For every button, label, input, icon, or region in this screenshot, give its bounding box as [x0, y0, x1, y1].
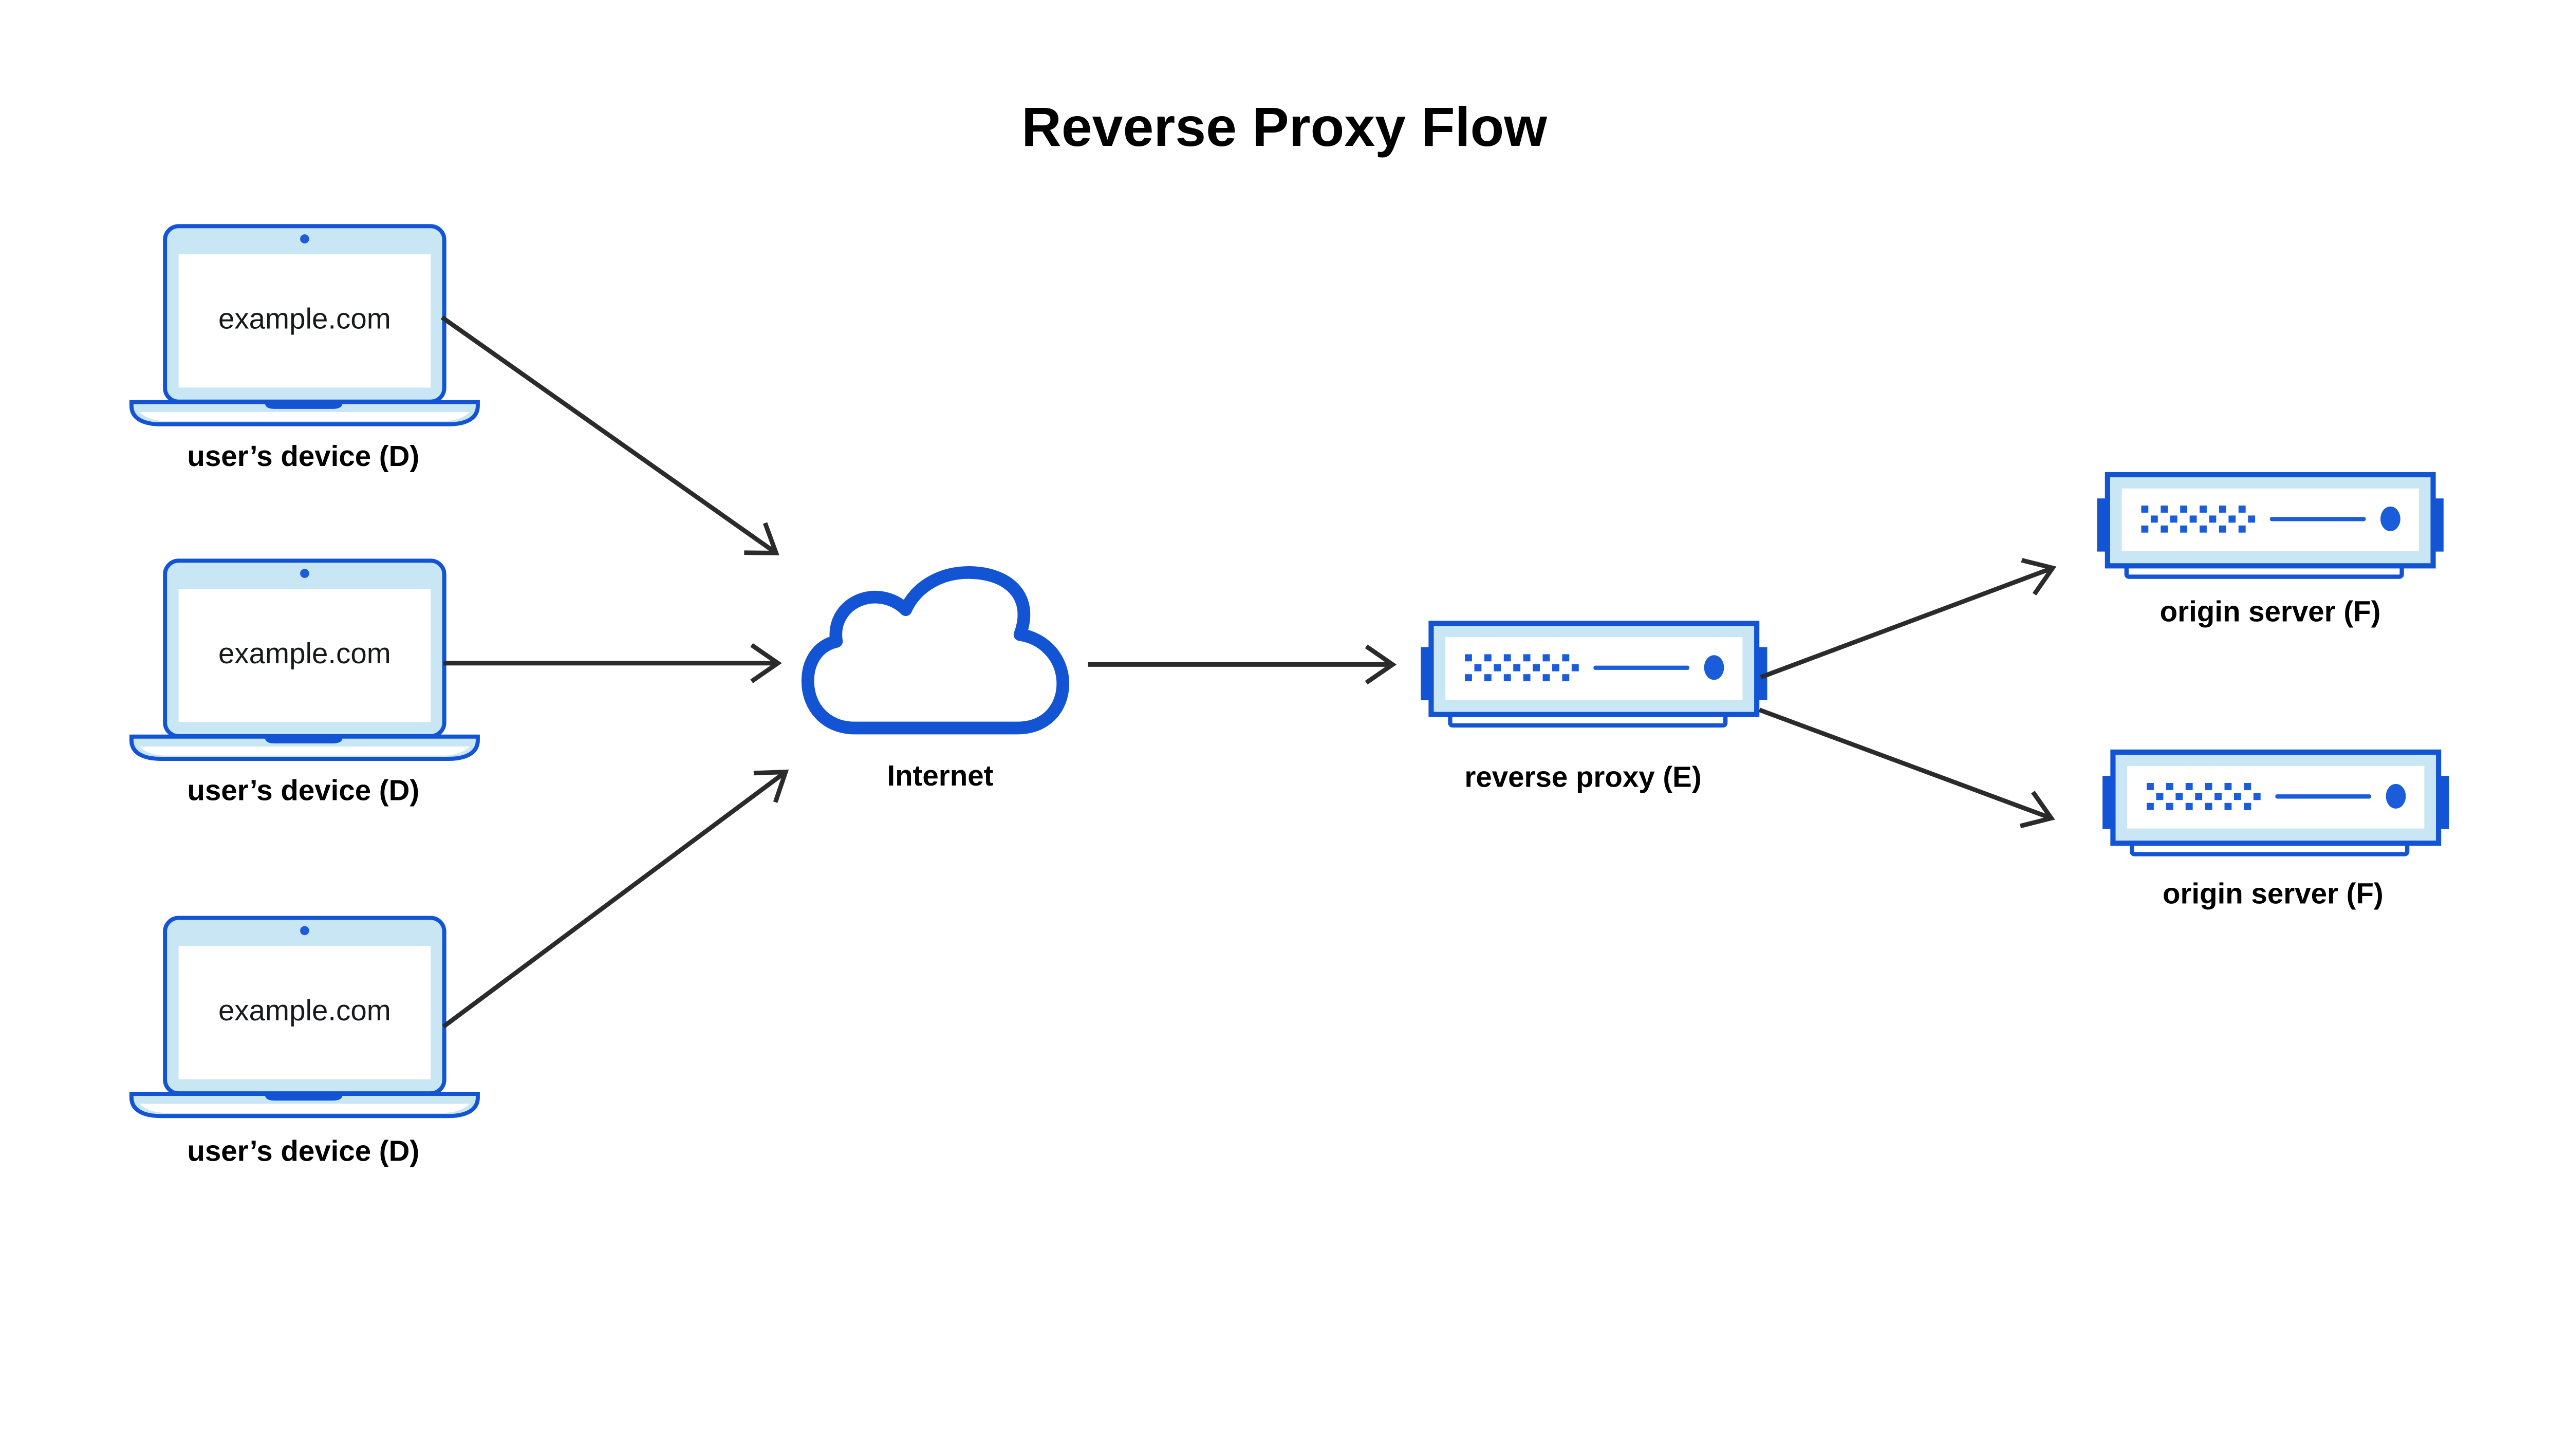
internet-label: Internet — [887, 759, 993, 792]
server-icon — [2102, 752, 2449, 854]
origin-server-label: origin server (F) — [2160, 595, 2381, 628]
cloud-icon — [801, 566, 1070, 735]
device-screen-url: example.com — [218, 303, 391, 335]
origin-server-node-1: origin server (F) — [2097, 475, 2444, 628]
arrow-proxy-to-origin2 — [1758, 707, 2055, 829]
device-label: user’s device (D) — [187, 440, 419, 472]
reverse-proxy-label: reverse proxy (E) — [1464, 761, 1701, 793]
user-device-node-3: example.com user’s device (D) — [132, 918, 478, 1167]
device-screen-url: example.com — [218, 994, 391, 1026]
arrow-device1-to-internet — [440, 315, 779, 555]
diagram-canvas: Reverse Proxy Flow example.com user’s de… — [0, 96, 2569, 1167]
flow-arrows — [440, 315, 2057, 1029]
user-device-node-1: example.com user’s device (D) — [132, 226, 478, 472]
device-screen-url: example.com — [218, 637, 391, 669]
arrow-device3-to-internet — [442, 769, 789, 1029]
reverse-proxy-flow-diagram: Reverse Proxy Flow example.com user’s de… — [0, 96, 2569, 1167]
device-label: user’s device (D) — [187, 774, 419, 806]
server-icon — [1421, 623, 1767, 725]
user-device-node-2: example.com user’s device (D) — [132, 561, 478, 806]
device-label: user’s device (D) — [187, 1135, 419, 1167]
page-title: Reverse Proxy Flow — [1021, 96, 1547, 158]
origin-server-label: origin server (F) — [2163, 877, 2384, 909]
origin-server-node-2: origin server (F) — [2102, 752, 2449, 909]
reverse-proxy-node: reverse proxy (E) — [1421, 623, 1767, 793]
server-icon — [2097, 475, 2444, 577]
arrow-proxy-to-origin1 — [1760, 558, 2057, 680]
internet-node: Internet — [801, 566, 1070, 792]
